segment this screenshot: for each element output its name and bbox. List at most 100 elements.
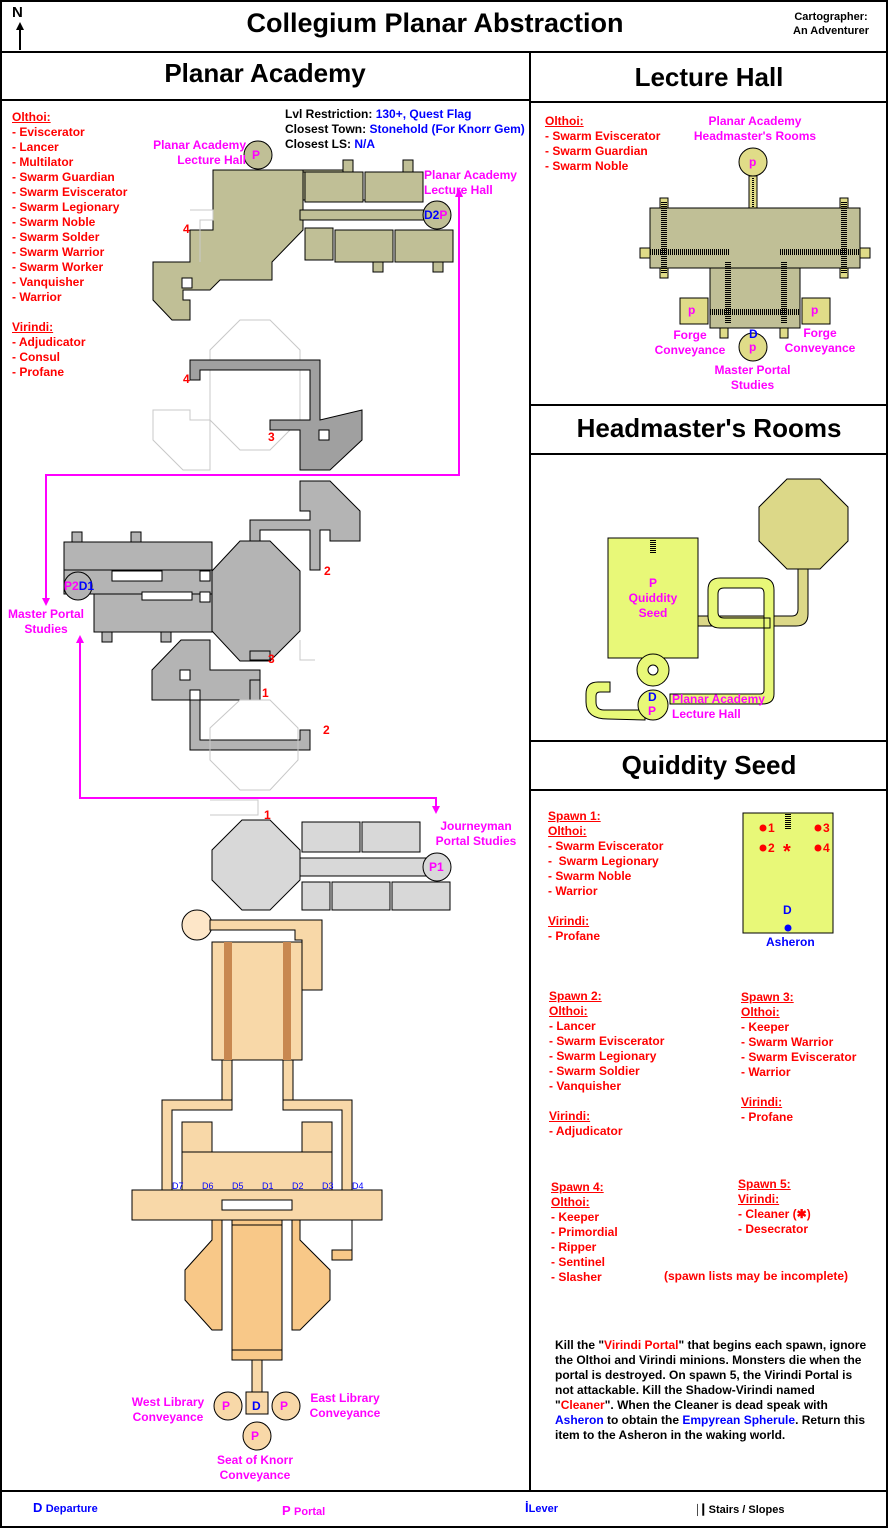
stair-number: 1 — [262, 686, 269, 700]
group-header: Virindi: — [738, 1192, 780, 1206]
spawn-5: Spawn 5: Virindi: - Cleaner (✱) - Desecr… — [738, 1177, 811, 1237]
departure-marker: D2P — [424, 208, 448, 222]
mob-item: - Swarm Legionary — [548, 854, 659, 868]
portal-room — [422, 200, 452, 230]
great-hall — [152, 169, 304, 321]
spawn-title: Spawn 1: — [548, 809, 601, 823]
spawn-title: Spawn 5: — [738, 1177, 791, 1191]
stair-number: 2 — [323, 723, 330, 737]
room — [304, 171, 364, 203]
spawn-1: Spawn 1: Olthoi: - Swarm Eviscerator - S… — [548, 809, 663, 944]
portal-room — [243, 140, 273, 170]
mob-item: - Swarm Noble — [12, 215, 96, 229]
quiddity-seed-map — [742, 812, 834, 934]
mob-item: - Swarm Noble — [545, 159, 629, 173]
portal-marker: P — [252, 148, 261, 162]
quiddity-seed-room — [607, 537, 699, 659]
spawn-point: 1 — [768, 821, 775, 835]
group-header: Olthoi: — [551, 1195, 590, 1209]
page-title: Collegium Planar Abstraction — [246, 8, 624, 38]
portal-marker: P — [222, 1399, 231, 1413]
mob-item: - Consul — [12, 350, 60, 364]
mob-item: - Warrior — [12, 290, 62, 304]
octagon-room — [211, 540, 301, 662]
asheron-text: Asheron — [555, 1413, 604, 1427]
spawn-point: 2 — [768, 841, 775, 855]
spawn-point: 3 — [823, 821, 830, 835]
mob-item: - Swarm Eviscerator — [548, 839, 664, 853]
connector-master-to-lecture — [45, 195, 460, 598]
door-D5: D5 — [232, 1181, 244, 1191]
room — [304, 227, 334, 261]
mob-item: - Profane — [741, 1110, 794, 1124]
dungeon-info: Lvl Restriction: 130+, Quest Flag Closes… — [285, 107, 525, 152]
group-header: Virindi: — [548, 914, 590, 928]
arrow-icon — [76, 635, 84, 643]
spawn-title: Spawn 4: — [551, 1180, 604, 1194]
dark-gray-level — [189, 359, 363, 471]
mob-item: - Ripper — [551, 1240, 597, 1254]
divider — [530, 740, 888, 742]
divider — [0, 51, 888, 53]
portal-marker: p — [688, 303, 696, 317]
ls-label: Closest LS: — [285, 137, 352, 151]
lecture-hall-map — [639, 147, 871, 362]
stair-number: 4 — [183, 372, 190, 386]
mob-item: - Swarm Legionary — [549, 1049, 657, 1063]
group-header: Olthoi: — [549, 1004, 588, 1018]
mob-item: - Swarm Eviscerator — [12, 185, 128, 199]
portal-room — [63, 571, 93, 601]
portal-marker: P — [280, 1399, 289, 1413]
cleaner-star-icon: * — [783, 841, 791, 863]
mob-item: - Slasher — [551, 1270, 602, 1284]
headmasters-rooms-title: Headmaster's Rooms — [576, 413, 842, 443]
mob-item: - Adjudicator — [12, 335, 86, 349]
legend-stairs: │┃ Stairs / Slopes — [695, 1504, 785, 1516]
portal-room — [422, 852, 452, 882]
ls-value: N/A — [354, 137, 376, 151]
corridor — [299, 209, 441, 221]
stair-number: 4 — [183, 222, 190, 236]
lvl-label: Lvl Restriction: — [285, 107, 373, 121]
departure-marker: D — [648, 690, 657, 704]
octagon-room — [211, 819, 301, 911]
group-header: Virindi: — [549, 1109, 591, 1123]
divider — [0, 1490, 888, 1492]
faded-level — [152, 209, 301, 471]
mob-item: - Swarm Worker — [12, 260, 104, 274]
mob-item: - Sentinel — [551, 1255, 606, 1269]
asheron-label: Asheron — [766, 935, 815, 949]
portal-marker: p — [811, 303, 819, 317]
mob-item: - Adjudicator — [549, 1124, 623, 1138]
mob-item: - Warrior — [548, 884, 598, 898]
mob-item: - Swarm Guardian — [12, 170, 115, 184]
mob-item: - Swarm Guardian — [545, 144, 648, 158]
connector-journeyman-to-master — [79, 640, 437, 812]
mob-item: - Cleaner (✱) — [738, 1207, 811, 1221]
town-label: Closest Town: — [285, 122, 367, 136]
quiddity-seed-title: Quiddity Seed — [621, 750, 797, 780]
column-divider — [529, 51, 531, 1491]
mob-item: - Swarm Legionary — [12, 200, 120, 214]
mob-item: - Swarm Eviscerator — [741, 1050, 857, 1064]
quest-instructions: Kill the "Virindi Portal" that begins ea… — [555, 1338, 867, 1442]
door-D6: D6 — [202, 1181, 214, 1191]
group-header: Virindi: — [741, 1095, 783, 1109]
planar-academy-title: Planar Academy — [164, 58, 366, 88]
portal-connector-lines — [45, 195, 460, 812]
arrow-icon — [42, 598, 50, 606]
mob-item: - Warrior — [741, 1065, 791, 1079]
portal-marker: P — [648, 704, 657, 718]
lecture-hall-title: Lecture Hall — [634, 62, 784, 92]
door-D1: D1 — [262, 1181, 274, 1191]
olthoi-header: Olthoi: — [545, 114, 584, 128]
legend-departure: D Departure — [33, 1500, 98, 1515]
